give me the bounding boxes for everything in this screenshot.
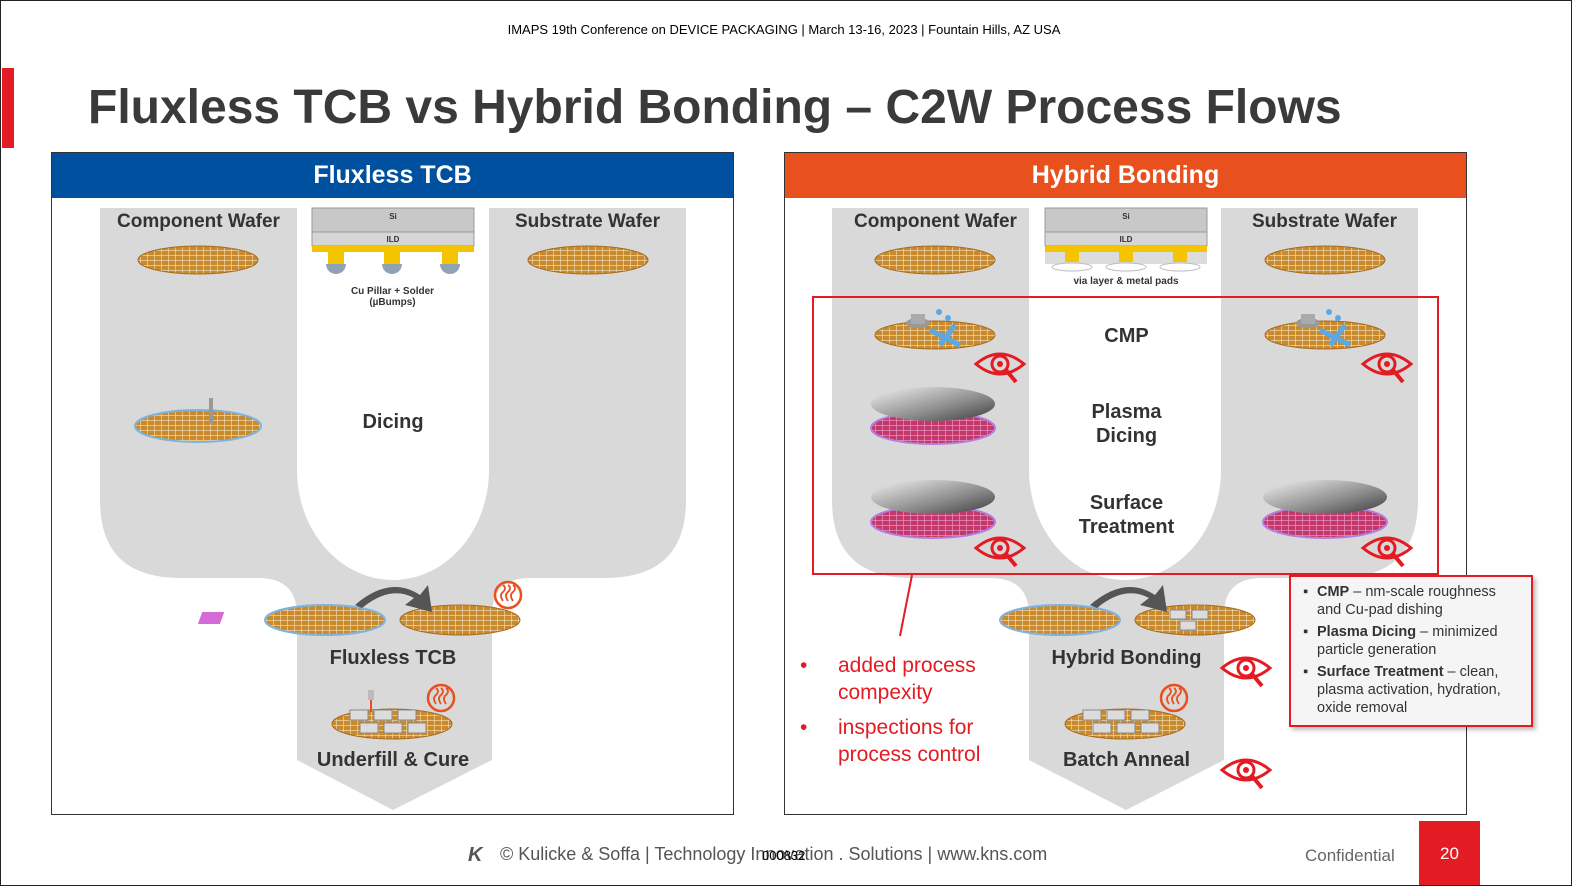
right-flow-shape	[832, 208, 1418, 810]
callout-pointer	[899, 574, 913, 637]
hb-target-wafer	[1134, 604, 1256, 636]
callout-desc: – nm-scale roughness and Cu-pad dishing	[1317, 584, 1496, 618]
left-component-wafer	[137, 245, 259, 275]
left-substrate-wafer	[527, 245, 649, 275]
footer-text: © Kulicke & Soffa | Technology Innovatio…	[500, 844, 1048, 864]
pick-place-arrow	[1090, 585, 1167, 612]
title-accent-bar	[2, 68, 14, 148]
callout-item: ▪Surface Treatment – clean, plasma activ…	[1303, 664, 1501, 716]
bump-caption-line1: Cu Pillar + Solder	[350, 286, 435, 297]
added-steps-highlight	[812, 296, 1439, 575]
eye-magnifier-icon	[1220, 758, 1272, 790]
panel-header-hybrid-bonding: Hybrid Bonding	[785, 153, 1466, 198]
callout-term: Surface Treatment	[1317, 664, 1444, 680]
note-line: added process	[838, 654, 976, 677]
callout-term: Plasma Dicing	[1317, 624, 1417, 640]
surface-treatment-line1: Surface	[1089, 492, 1164, 514]
pick-place-arrow	[355, 585, 432, 612]
page-number: 20	[1419, 821, 1480, 885]
note-item: • inspections for process control	[800, 714, 980, 768]
bump-caption: Cu Pillar + Solder (µBumps)	[300, 286, 485, 308]
callout-term: CMP	[1317, 584, 1350, 600]
left-flow-shape	[100, 208, 686, 810]
si-label: Si	[1122, 212, 1130, 221]
bump-caption-line2: (µBumps)	[369, 297, 416, 308]
tcb-target-wafer	[399, 604, 521, 636]
note-item: • added process compexity	[800, 652, 980, 706]
confidential-label: Confidential	[1305, 846, 1395, 865]
callout-desc: – clean, plasma activation, hydration, o…	[1317, 664, 1501, 716]
right-component-wafer	[874, 245, 996, 275]
right-substrate-wafer-label: Substrate Wafer	[1252, 211, 1397, 232]
dicing-label: Dicing	[362, 411, 424, 433]
heat-icon	[493, 580, 523, 610]
left-substrate-wafer-label: Substrate Wafer	[515, 211, 660, 232]
note-line: inspections for	[838, 716, 974, 739]
ild-label: ILD	[386, 235, 400, 244]
process-callout-box: ▪CMP – nm-scale roughness and Cu-pad dis…	[1289, 575, 1533, 727]
kns-logo-icon: K	[468, 844, 483, 866]
si-label: Si	[389, 212, 397, 221]
callout-desc: – minimized particle generation	[1317, 624, 1498, 658]
ild-label: ILD	[1119, 235, 1133, 244]
callout-item: ▪Plasma Dicing – minimized particle gene…	[1303, 624, 1498, 658]
right-substrate-wafer	[1264, 245, 1386, 275]
callout-item: ▪CMP – nm-scale roughness and Cu-pad dis…	[1303, 584, 1496, 618]
left-die-cross-section	[311, 207, 475, 274]
plasma-dicing-line2: Dicing	[1095, 425, 1158, 447]
conference-line: IMAPS 19th Conference on DEVICE PACKAGIN…	[507, 22, 1061, 37]
eye-magnifier-icon	[1220, 656, 1272, 688]
slide-title: Fluxless TCB vs Hybrid Bonding – C2W Pro…	[88, 81, 1342, 134]
batch-anneal-label: Batch Anneal	[1062, 749, 1191, 771]
cmp-label: CMP	[1104, 325, 1149, 347]
left-component-wafer-label: Component Wafer	[117, 211, 280, 232]
surface-treatment-wafer-left	[870, 480, 996, 539]
hybrid-bonding-step-label: Hybrid Bonding	[1051, 647, 1202, 669]
hb-carrier-wafer	[999, 604, 1121, 636]
right-die-cross-section	[1044, 207, 1208, 272]
fluxless-tcb-step-label: Fluxless TCB	[329, 647, 457, 669]
surface-treatment-label: Surface Treatment	[1029, 491, 1224, 539]
diced-wafer	[134, 409, 262, 443]
surface-treatment-wafer-right	[1262, 480, 1388, 539]
surface-treatment-line2: Treatment	[1078, 516, 1175, 538]
panel-header-fluxless-tcb: Fluxless TCB	[52, 153, 733, 198]
plasma-dicing-label: Plasma Dicing	[1029, 400, 1224, 448]
underfill-cure-label: Underfill & Cure	[316, 749, 470, 771]
document-code: 000832	[762, 848, 806, 863]
note-line: compexity	[838, 681, 933, 704]
note-line: process control	[838, 743, 981, 766]
notes-list: • added process compexity • inspections …	[800, 652, 980, 776]
right-component-wafer-label: Component Wafer	[854, 211, 1017, 232]
tcb-carrier-wafer	[264, 604, 386, 636]
plasma-dicing-wafer	[870, 387, 996, 445]
bullet-dot: •	[800, 716, 808, 739]
pad-caption: via layer & metal pads	[1073, 276, 1179, 287]
bullet-dot: •	[800, 654, 808, 677]
plasma-dicing-line1: Plasma	[1091, 401, 1162, 423]
